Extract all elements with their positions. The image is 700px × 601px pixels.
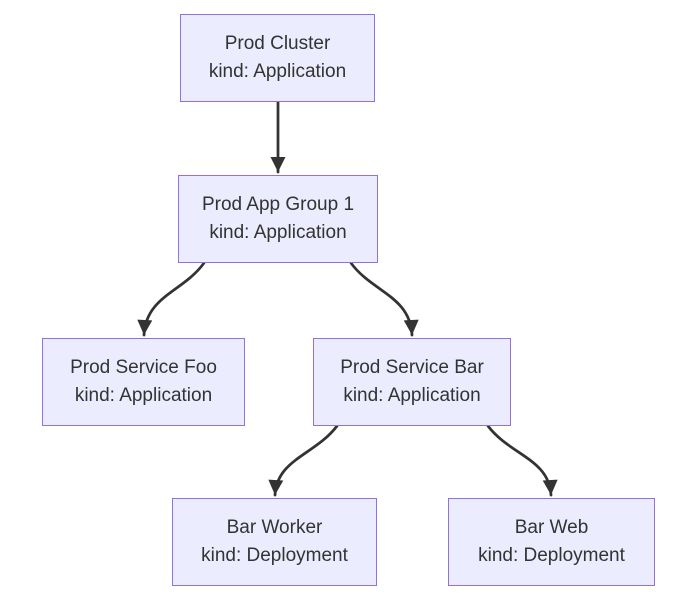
node-kind: kind: Deployment: [201, 545, 348, 566]
node-bar-web: Bar Web kind: Deployment: [448, 498, 655, 586]
node-kind: kind: Application: [343, 385, 481, 406]
node-title: Prod Service Foo: [70, 357, 217, 378]
node-title: Prod Service Bar: [340, 357, 484, 378]
node-kind: kind: Application: [74, 385, 213, 406]
edge-prod-app-group-1-to-prod-service-foo: [137, 261, 206, 337]
edge-prod-service-bar-to-bar-web: [486, 424, 558, 497]
node-prod-service-bar: Prod Service Bar kind: Application: [313, 338, 511, 426]
node-prod-cluster: Prod Cluster kind: Application: [180, 14, 375, 102]
node-kind: kind: Application: [208, 61, 347, 82]
node-kind: kind: Application: [209, 222, 347, 243]
node-prod-service-foo: Prod Service Foo kind: Application: [42, 338, 245, 426]
edge-prod-service-bar-to-bar-worker: [268, 424, 339, 497]
node-title: Prod Cluster: [224, 33, 331, 54]
node-title: Bar Worker: [226, 517, 323, 538]
node-prod-app-group-1: Prod App Group 1 kind: Application: [178, 175, 378, 263]
node-bar-worker: Bar Worker kind: Deployment: [172, 498, 377, 586]
node-kind: kind: Deployment: [478, 545, 625, 566]
edge-prod-app-group-1-to-prod-service-bar: [349, 261, 419, 337]
node-title: Bar Web: [514, 517, 589, 538]
node-title: Prod App Group 1: [201, 194, 355, 215]
